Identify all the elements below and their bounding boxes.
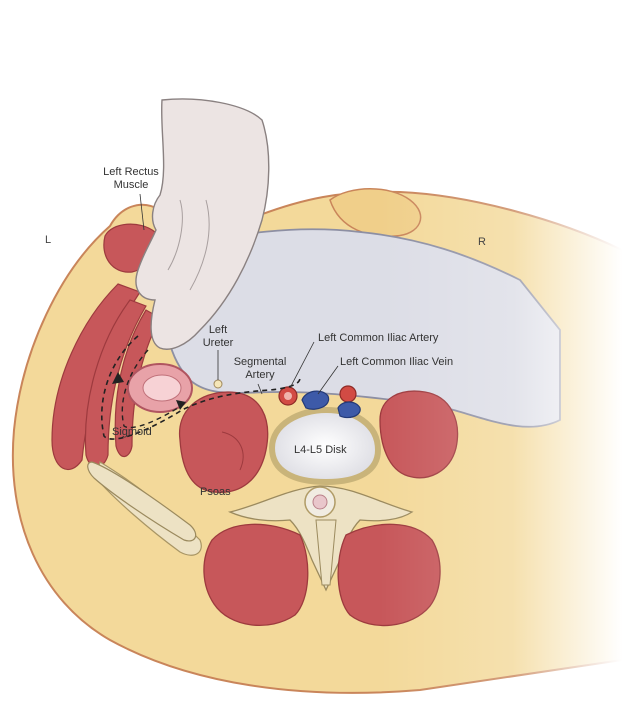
label-left-rectus-muscle: Left Rectus Muscle: [96, 166, 166, 192]
path-arrow-head-2: [176, 400, 186, 410]
surgeon-hand: [135, 98, 270, 350]
left-artery-lumen: [284, 392, 292, 400]
leader-segmental-artery: [257, 383, 263, 395]
orientation-right: R: [478, 236, 486, 248]
retroperitoneal-dissection-path: [100, 335, 301, 440]
left-ureter-structure: [213, 379, 223, 389]
dissection-path-inner: [121, 349, 185, 429]
finger-crease-2: [189, 199, 210, 291]
label-segmental-line2: Artery: [245, 369, 275, 381]
transversus-muscle: [114, 309, 161, 458]
label-left-ureter-line1: Left: [208, 324, 228, 336]
label-left-rectus-line1: Left Rectus: [103, 166, 159, 178]
right-common-iliac-vein-vessel: [337, 401, 361, 419]
label-l4-l5-disk: L4-L5 Disk: [294, 444, 347, 456]
spinous-process: [315, 519, 337, 586]
orientation-left: L: [45, 234, 52, 246]
psoas-muscle-left: [178, 391, 269, 494]
erector-spinae-left: [203, 523, 309, 627]
label-left-ureter-line2: Ureter: [202, 337, 234, 349]
l4-l5-disk: [268, 406, 382, 486]
label-left-common-iliac-vein: Left Common Iliac Vein: [340, 356, 454, 368]
psoas-fold-line: [221, 431, 244, 471]
label-psoas: Psoas: [200, 486, 231, 498]
label-segmental-line1: Segmental: [233, 356, 287, 368]
leader-common-iliac-vein: [317, 365, 339, 395]
sigmoid-lumen: [142, 374, 182, 402]
label-sigmoid: Sigmoid: [112, 426, 152, 438]
label-left-rectus-line2: Muscle: [113, 179, 149, 191]
left-common-iliac-vein-vessel: [301, 390, 330, 410]
right-fade-overlay: [380, 180, 622, 707]
leader-left-rectus: [139, 193, 145, 231]
finger-crease-1: [167, 199, 183, 271]
right-common-iliac-artery-vessel: [339, 385, 357, 403]
label-segmental-artery: Segmental Artery: [230, 356, 290, 382]
cauda-equina: [312, 494, 328, 510]
label-left-common-iliac-artery: Left Common Iliac Artery: [318, 332, 439, 344]
label-left-ureter: Left Ureter: [198, 324, 238, 350]
path-arrow-head-1: [112, 372, 124, 384]
leader-common-iliac-artery: [289, 341, 315, 389]
iliac-wing: [87, 461, 197, 542]
